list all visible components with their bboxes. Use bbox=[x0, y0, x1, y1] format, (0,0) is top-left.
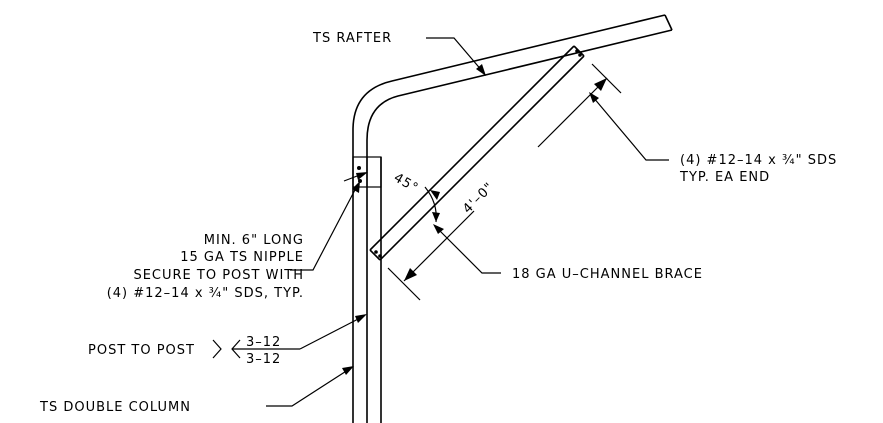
ts-double-column-label: TS DOUBLE COLUMN bbox=[39, 400, 191, 415]
nipple-arrow bbox=[343, 172, 368, 182]
post-to-post-label: POST TO POST bbox=[88, 343, 195, 358]
sds-end-leader bbox=[589, 92, 669, 161]
u-channel-brace bbox=[369, 45, 585, 261]
brace-leader bbox=[433, 224, 501, 274]
angle-45-indicator bbox=[424, 186, 440, 223]
brace-label: 18 GA U–CHANNEL BRACE bbox=[512, 267, 703, 282]
sds-end-label-line1: (4) #12–14 x ¾" SDS bbox=[680, 153, 837, 168]
nipple-label-line1: MIN. 6" LONG bbox=[204, 233, 304, 248]
ts-rafter-label: TS RAFTER bbox=[312, 31, 392, 46]
brace-length-label: 4'–0" bbox=[460, 180, 497, 217]
weld-size-top: 3–12 bbox=[246, 335, 281, 350]
ts-double-column-leader bbox=[266, 366, 354, 407]
nipple-label-line3: SECURE TO POST WITH bbox=[133, 268, 304, 283]
nipple-label-line4: (4) #12–14 x ¾" SDS, TYP. bbox=[107, 286, 304, 301]
post-to-post-weld-symbol bbox=[212, 314, 367, 359]
nipple-leader bbox=[290, 181, 360, 271]
ts-rafter-leader bbox=[426, 37, 486, 76]
ts-nipple bbox=[352, 156, 382, 188]
ts-double-column-and-rafter bbox=[352, 14, 673, 423]
angle-label: 45° bbox=[391, 170, 421, 196]
brace-length-dimension bbox=[387, 63, 622, 301]
weld-size-bottom: 3–12 bbox=[246, 352, 281, 367]
nipple-label-line2: 15 GA TS NIPPLE bbox=[180, 250, 304, 265]
sds-end-label-line2: TYP. EA END bbox=[679, 170, 770, 185]
